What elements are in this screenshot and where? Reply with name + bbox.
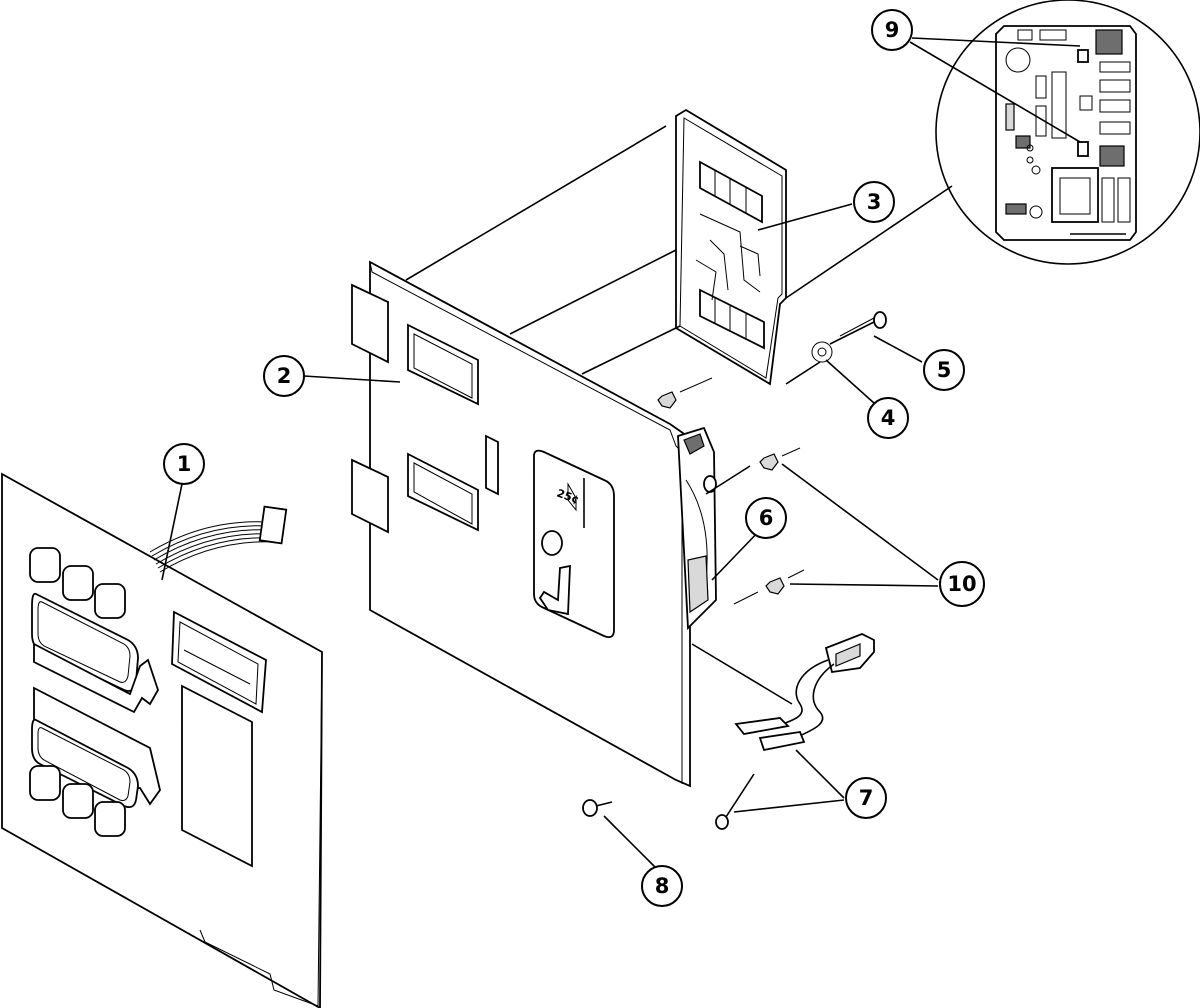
callout-8: 8 (641, 865, 683, 907)
ribbon-cable (149, 505, 288, 573)
callout-3-label: 3 (867, 190, 882, 214)
callout-3: 3 (853, 181, 895, 223)
nut-middle (759, 447, 801, 471)
screw-panel (582, 799, 613, 817)
wire-harness (734, 633, 875, 752)
overlay-buttons-bottom (29, 765, 126, 837)
callout-1-label: 1 (177, 452, 192, 476)
overlay-info-window (171, 610, 267, 868)
callout-4: 4 (867, 397, 909, 439)
led-digits-bottom (699, 288, 765, 350)
screw-bottom (715, 773, 755, 830)
front-overlay-panel (1, 472, 323, 1008)
callout-10-label: 10 (947, 572, 976, 596)
callout-6-label: 6 (759, 506, 774, 530)
overlay-display-top (31, 592, 159, 714)
callout-5: 5 (923, 349, 965, 391)
callout-7-label: 7 (859, 786, 874, 810)
pcb-detail-view (935, 0, 1200, 265)
nut-lower (733, 569, 805, 605)
main-panel: 25¢ (351, 260, 717, 788)
callout-5-label: 5 (937, 358, 952, 382)
nut-upper (657, 377, 713, 409)
callout-2: 2 (263, 355, 305, 397)
screw-top (829, 311, 887, 345)
callout-2-label: 2 (277, 364, 292, 388)
callout-6: 6 (745, 497, 787, 539)
callout-7: 7 (845, 777, 887, 819)
lock-washer (811, 341, 833, 363)
leader-lines (161, 37, 1081, 869)
overlay-buttons-top (29, 547, 126, 619)
callout-1: 1 (163, 443, 205, 485)
coin-acceptor (677, 426, 717, 631)
alignment-lines (405, 125, 953, 705)
display-board (675, 108, 787, 386)
callout-9: 9 (871, 9, 913, 51)
led-digits-top (699, 160, 763, 224)
callout-8-label: 8 (655, 874, 670, 898)
callout-4-label: 4 (881, 406, 896, 430)
coin-mechanism-plate: 25¢ (533, 449, 615, 639)
callout-9-label: 9 (885, 18, 900, 42)
overlay-display-bottom (31, 686, 161, 809)
callout-10: 10 (939, 561, 985, 607)
